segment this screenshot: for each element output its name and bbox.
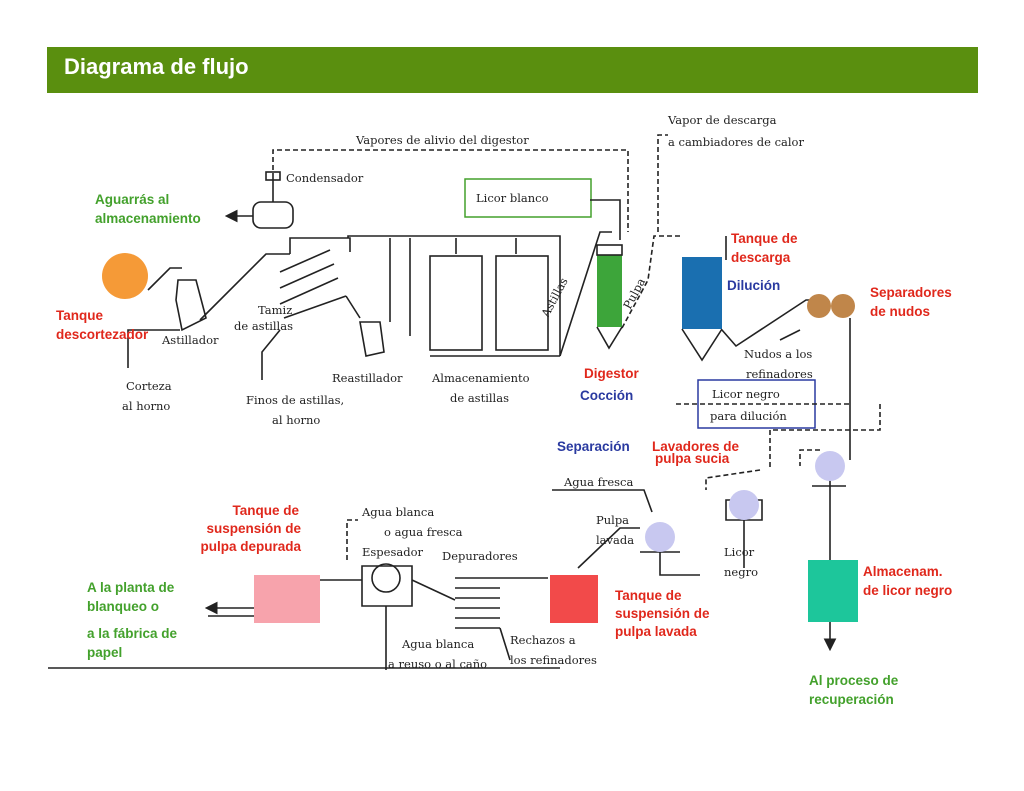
almacenam-label-2: de licor negro <box>863 583 952 598</box>
agua-blanca-reuso-text-1: Agua blanca <box>401 637 474 651</box>
condensador-text: Condensador <box>286 171 364 185</box>
debarker-tank <box>102 253 148 299</box>
title-bar: Diagrama de flujo <box>47 47 978 93</box>
finos-text-1: Finos de astillas, <box>246 393 344 407</box>
rechazos-text-1: Rechazos a <box>510 633 576 647</box>
rechazos-text-2: los refinadores <box>510 653 597 667</box>
tanque-lavada-label-1: Tanque de <box>615 588 682 603</box>
knot-separator-2 <box>831 294 855 318</box>
tanque-descarga-label-2: descarga <box>731 250 791 265</box>
tanque-lavada-label-3: pulpa lavada <box>615 624 697 639</box>
coccion-label: Cocción <box>580 388 633 403</box>
washer-2 <box>729 490 759 520</box>
finos-text-2: al horno <box>272 413 320 427</box>
aguarras-label-1: Aguarrás al <box>95 192 169 207</box>
almacenamiento-text-2: de astillas <box>450 391 509 405</box>
tamiz-text-2: de astillas <box>234 319 293 333</box>
lavadores-label-2: pulpa sucia <box>655 451 730 466</box>
digester <box>597 255 622 327</box>
separadores-label-1: Separadores <box>870 285 952 300</box>
almacenam-label-1: Almacenam. <box>863 564 943 579</box>
washed-pulp-tank <box>550 575 598 623</box>
vapor-descarga-text-2: a cambiadores de calor <box>668 135 804 149</box>
licor-blanco-text: Licor blanco <box>476 191 549 205</box>
espesador-text: Espesador <box>362 545 424 559</box>
planta-label-4: papel <box>87 645 122 660</box>
planta-label-1: A la planta de <box>87 580 175 595</box>
separadores-label-2: de nudos <box>870 304 930 319</box>
knot-separator-1 <box>807 294 831 318</box>
tanque-descarga-label-1: Tanque de <box>731 231 798 246</box>
tanque-descortezador-label-1: Tanque <box>56 308 103 323</box>
pulpa-text: Pulpa <box>620 276 648 312</box>
vapor-descarga-text-1: Vapor de descarga <box>667 113 777 127</box>
agua-blanca-text-1: Agua blanca <box>361 505 434 519</box>
planta-label-2: blanqueo o <box>87 599 159 614</box>
licor-negro-text-2: negro <box>724 565 758 579</box>
nudos-text-1: Nudos a los <box>744 347 812 361</box>
tanque-descortezador-label-2: descortezador <box>56 327 149 342</box>
tanque-lavada-label-2: suspensión de <box>615 606 710 621</box>
licor-negro-text-1: Licor <box>724 545 755 559</box>
agua-blanca-text-2: o agua fresca <box>384 525 463 539</box>
washer-3 <box>645 522 675 552</box>
separacion-label: Separación <box>557 439 630 454</box>
astillador-text: Astillador <box>161 333 219 347</box>
reastillador-text: Reastillador <box>332 371 403 385</box>
licor-negro-dilucion-text-2: para dilución <box>710 409 787 423</box>
corteza-text-1: Corteza <box>126 379 172 393</box>
washer-1 <box>815 451 845 481</box>
agua-blanca-reuso-text-2: a reuso o al caño <box>388 657 487 671</box>
digestor-label: Digestor <box>584 366 640 381</box>
discharge-tank <box>682 257 722 329</box>
recuperacion-label-1: Al proceso de <box>809 673 899 688</box>
astillas-text: Astillas <box>538 275 571 320</box>
recuperacion-label-2: recuperación <box>809 692 894 707</box>
lavadores-label-1: Lavadores de <box>652 439 740 454</box>
agua-fresca-text: Agua fresca <box>563 475 633 489</box>
aguarras-label-2: almacenamiento <box>95 211 201 226</box>
corteza-text-2: al horno <box>122 399 170 413</box>
dilucion-label: Dilución <box>727 278 780 293</box>
tamiz-text-1: Tamiz <box>258 303 292 317</box>
depuradores-text: Depuradores <box>442 549 518 563</box>
drawing-labels: Vapores de alivio del digestor Vapor de … <box>122 113 813 671</box>
almacenamiento-text-1: Almacenamiento <box>431 371 530 385</box>
nudos-text-2: refinadores <box>746 367 813 381</box>
licor-negro-dilucion-text-1: Licor negro <box>712 387 780 401</box>
annotation-labels: Aguarrás al almacenamiento Tanque descor… <box>56 192 952 707</box>
tanque-depurada-label-2: suspensión de <box>206 521 301 536</box>
tanque-depurada-label-3: pulpa depurada <box>200 539 301 554</box>
page-title: Diagrama de flujo <box>64 54 249 79</box>
pulpa-lavada-text-1: Pulpa <box>596 513 629 527</box>
vapores-alivio-text: Vapores de alivio del digestor <box>355 133 529 147</box>
black-liquor-storage <box>808 560 858 622</box>
process-lines <box>48 134 881 670</box>
planta-label-3: a la fábrica de <box>87 626 178 641</box>
pulpa-lavada-text-2: lavada <box>596 533 634 547</box>
tanque-depurada-label-1: Tanque de <box>232 503 299 518</box>
purified-pulp-tank <box>254 575 320 623</box>
